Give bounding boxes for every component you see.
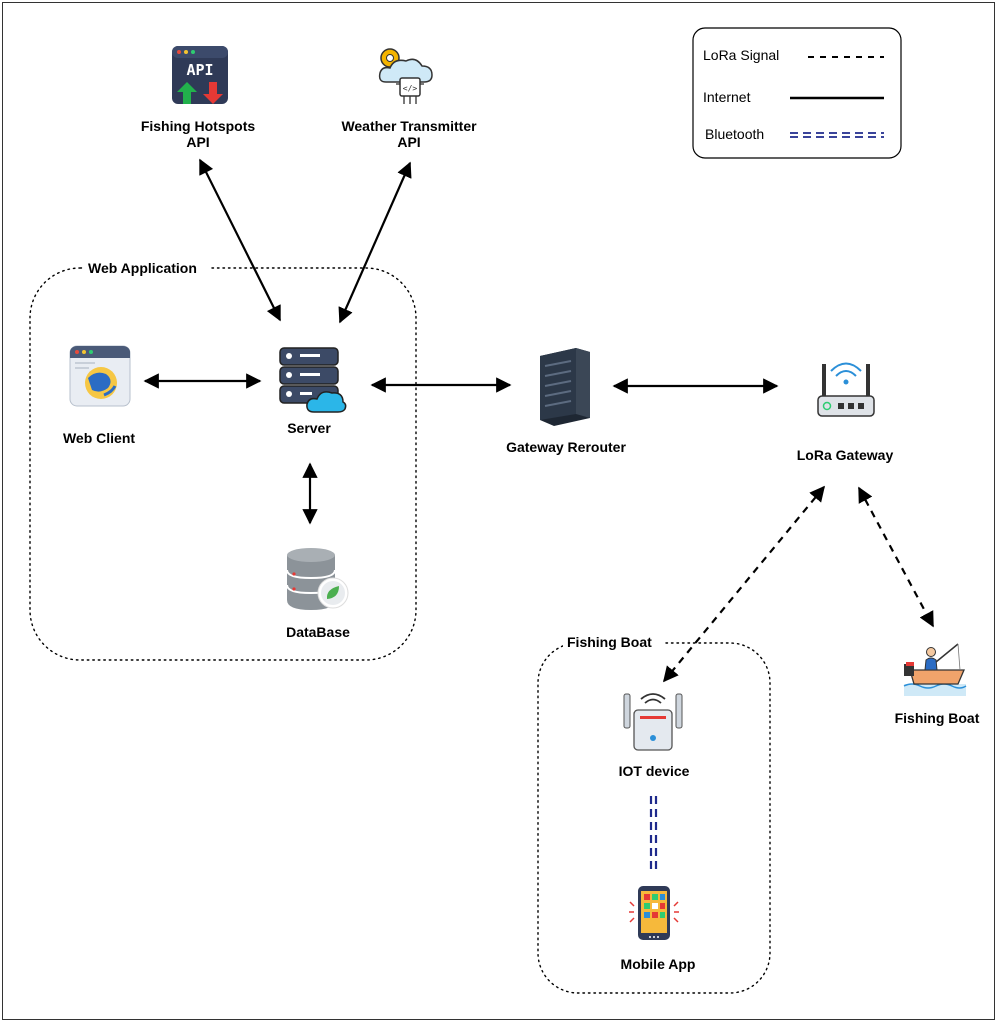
database-label: DataBase: [286, 624, 350, 640]
mobile-phone-icon: [629, 886, 679, 940]
link-hotspots-server: [199, 158, 281, 322]
web-application-label: Web Application: [88, 260, 197, 276]
server-label: Server: [287, 420, 331, 436]
legend-internet-label: Internet: [703, 89, 751, 105]
web-application-group: [29, 267, 417, 661]
weather-api-label-line2: API: [397, 134, 420, 150]
wifi-router-icon: [817, 362, 875, 417]
legend-lora-label: LoRa Signal: [703, 47, 779, 63]
link-lora-boat: [858, 486, 934, 628]
legend: LoRa Signal Internet Bluetooth: [692, 27, 902, 159]
fishing-boat-group-label: Fishing Boat: [567, 634, 652, 650]
web-client-label: Web Client: [63, 430, 135, 446]
database-icon: [286, 548, 349, 610]
fishing-boat-group: [537, 642, 771, 994]
hotspots-api-label-line1: Fishing Hotspots: [141, 118, 256, 134]
legend-bluetooth-label: Bluetooth: [705, 126, 764, 142]
legend-box: [692, 27, 902, 159]
web-application-label-bg: [84, 258, 210, 278]
iot-extender-icon: [623, 693, 683, 751]
link-weather-server: [338, 161, 412, 324]
fishing-boat-icon: [903, 643, 967, 696]
server-rack-icon: [540, 348, 590, 426]
lora-gateway-label: LoRa Gateway: [797, 447, 894, 463]
api-icon: API: [172, 46, 228, 104]
browser-globe-icon: [69, 345, 131, 407]
fishing-boat-label: Fishing Boat: [895, 710, 980, 726]
weather-cloud-icon: </>: [378, 48, 433, 104]
server-cloud-icon: [279, 347, 347, 413]
api-icon-text: API: [186, 61, 213, 79]
mobile-app-label: Mobile App: [621, 956, 696, 972]
iot-device-label: IOT device: [619, 763, 690, 779]
hotspots-api-label-line2: API: [186, 134, 209, 150]
fishing-boat-group-label-bg: [563, 633, 663, 653]
weather-api-label-line1: Weather Transmitter: [341, 118, 477, 134]
link-lora-iot: [663, 485, 825, 683]
gateway-rerouter-label: Gateway Rerouter: [506, 439, 626, 455]
svg-text:</>: </>: [403, 84, 418, 93]
